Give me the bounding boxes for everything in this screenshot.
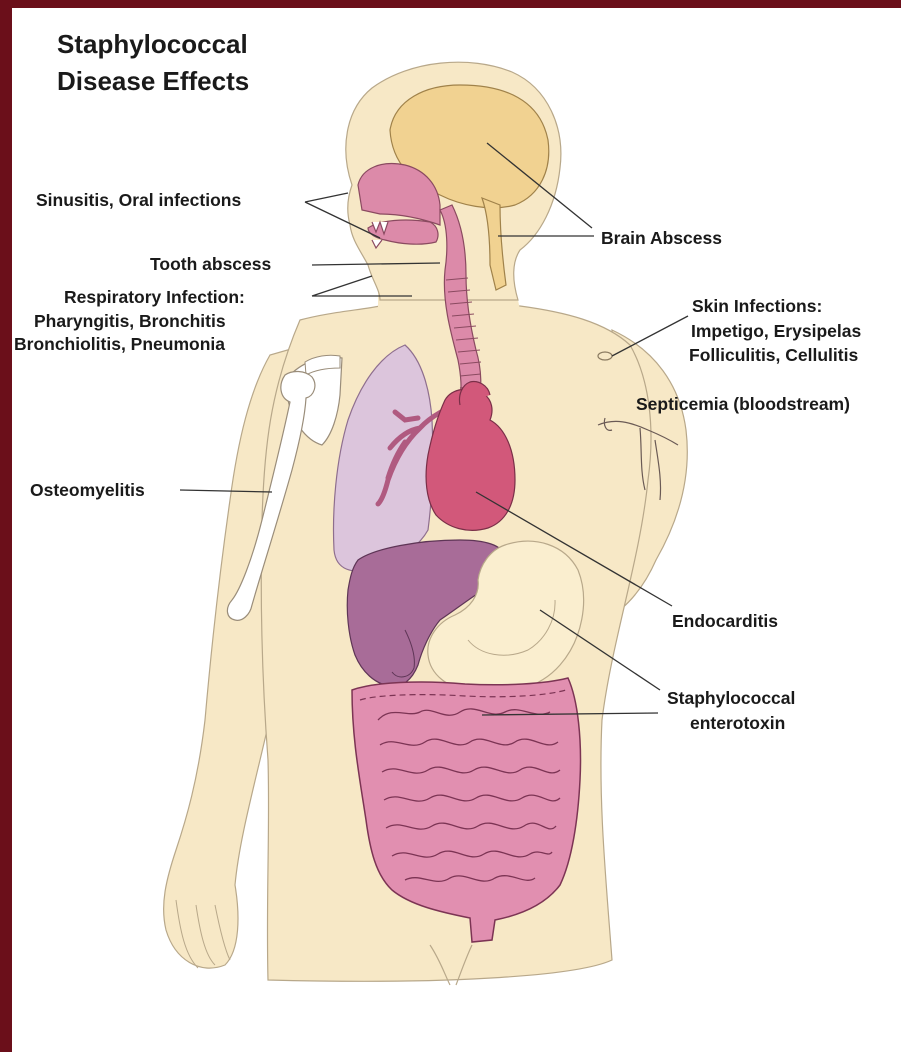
label-respiratory-2: Pharyngitis, Bronchitis bbox=[34, 311, 226, 331]
label-skin-3: Folliculitis, Cellulitis bbox=[689, 345, 858, 365]
label-respiratory-3: Bronchiolitis, Pneumonia bbox=[14, 334, 225, 354]
title-line-2: Disease Effects bbox=[57, 66, 249, 96]
label-septicemia: Septicemia (bloodstream) bbox=[636, 394, 850, 414]
diagram-frame: Staphylococcal Disease Effects Sinusitis… bbox=[12, 8, 901, 1052]
label-sinusitis: Sinusitis, Oral infections bbox=[36, 190, 241, 210]
label-endocarditis: Endocarditis bbox=[672, 611, 778, 631]
label-tooth-abscess: Tooth abscess bbox=[150, 254, 272, 274]
label-skin-1: Skin Infections: bbox=[692, 296, 822, 316]
label-respiratory-1: Respiratory Infection: bbox=[64, 287, 245, 307]
skin-lesion bbox=[598, 352, 612, 360]
label-enterotoxin-2: enterotoxin bbox=[690, 713, 785, 733]
label-skin-2: Impetigo, Erysipelas bbox=[691, 321, 861, 341]
label-osteomyelitis: Osteomyelitis bbox=[30, 480, 145, 500]
label-enterotoxin-1: Staphylococcal bbox=[667, 688, 795, 708]
anatomy-diagram: Staphylococcal Disease Effects Sinusitis… bbox=[12, 8, 901, 1052]
label-brain-abscess: Brain Abscess bbox=[601, 228, 722, 248]
title-line-1: Staphylococcal bbox=[57, 29, 248, 59]
